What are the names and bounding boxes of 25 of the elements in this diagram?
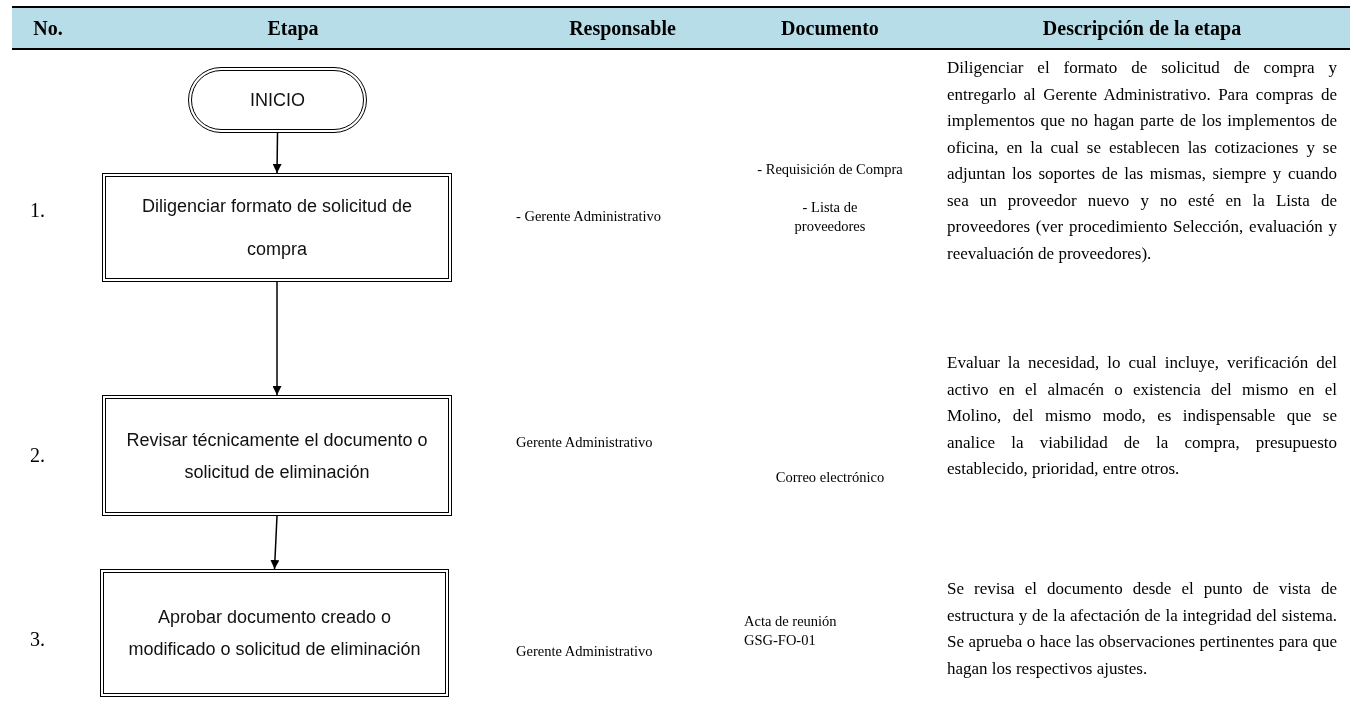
column-header: No. [32, 16, 64, 41]
column-header: Documento [780, 16, 880, 41]
table-cell-text: Correo electrónico [774, 468, 886, 487]
arrow [272, 132, 282, 174]
column-header: Responsable [568, 16, 677, 42]
process-box: Aprobar documento creado o modificado o solicitud de eliminación [100, 569, 449, 697]
step-number: 2. [30, 443, 46, 467]
table-cell-text: Acta de reunión GSG-FO-01 [744, 612, 838, 650]
table-cell-text: Gerente Administrativo [516, 642, 654, 661]
table-cell-text: - Gerente Administrativo [516, 207, 662, 226]
step-description: Se revisa el documento desde el punto de vista de estructura y de la afectación de la integridad del sistema. Se aprueba o hace las observaciones pertinentes para que hagan los respectivos ajustes. [947, 578, 1337, 680]
column-header: Descripción de la etapa [1041, 16, 1243, 42]
process-box: Revisar técnicamente el documento o solicitud de eliminación [102, 395, 452, 516]
process-box: Diligenciar formato de solicitud de compra [102, 173, 452, 282]
table-cell-text: - Requisición de Compra [756, 160, 904, 179]
step-description: Evaluar la necesidad, lo cual incluye, verificación del activo en el almacén o existencia del mismo en el Molino, del mismo modo, es indispensable que se analice la viabilidad de la compra, presupuesto establecido, prioridad, entre otros. [947, 352, 1337, 480]
table-cell-text: Gerente Administrativo [516, 433, 654, 452]
terminator-pill: INICIO [188, 67, 367, 133]
step-description: Diligenciar el formato de solicitud de compra y entregarlo al Gerente Administrativo. Para compras de implementos que no hagan parte de los implementos de oficina, en la cual se establecen las cotizaciones y se adjuntan los soportes de las mismas, siempre y cuando sea un proveedor nuevo y no esté en la Lista de proveedores (ver procedimiento Selección, evaluación y reevaluación de proveedores). [947, 57, 1337, 265]
step-number: 3. [30, 627, 46, 651]
table-cell-text: - Lista de proveedores [793, 198, 867, 236]
step-number: 1. [30, 198, 46, 222]
arrow [272, 281, 282, 396]
arrow [270, 515, 280, 570]
column-header: Etapa [266, 16, 320, 42]
